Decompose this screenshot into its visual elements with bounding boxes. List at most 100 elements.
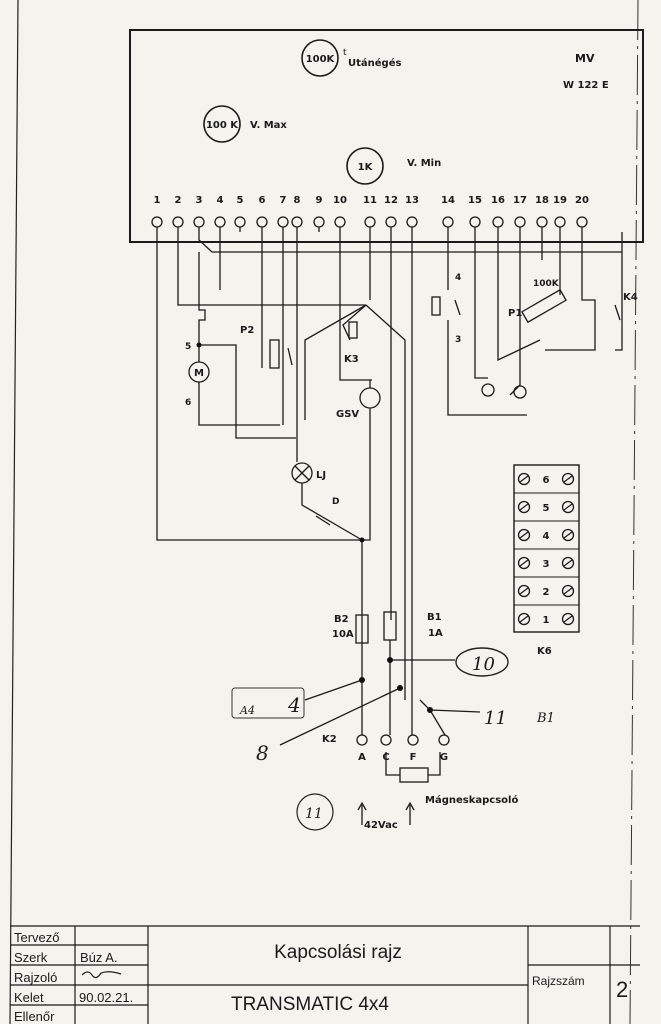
rajzszam-label: Rajzszám bbox=[532, 974, 585, 988]
terminal-20: 20 bbox=[575, 195, 589, 232]
title-block bbox=[10, 925, 640, 1024]
label-gsv: GSV bbox=[336, 409, 359, 420]
label-p2: P2 bbox=[240, 325, 254, 336]
svg-text:15: 15 bbox=[468, 195, 482, 206]
tb-kelet-value: 90.02.21. bbox=[79, 990, 133, 1005]
k2-terminal-f: F bbox=[407, 734, 419, 763]
supply-label: 42Vac bbox=[364, 820, 398, 831]
terminal-16: 16 bbox=[491, 195, 505, 232]
svg-text:6: 6 bbox=[259, 195, 266, 206]
drawing-title: Kapcsolási rajz bbox=[274, 942, 402, 963]
svg-text:18: 18 bbox=[535, 195, 549, 206]
svg-text:10: 10 bbox=[333, 195, 347, 206]
svg-text:1: 1 bbox=[543, 615, 550, 626]
pot-vmin-value: 1K bbox=[358, 162, 374, 173]
header-code: MV bbox=[575, 52, 595, 65]
svg-text:F: F bbox=[410, 752, 417, 763]
svg-text:5: 5 bbox=[237, 195, 244, 206]
k6-row-6: 6 bbox=[517, 472, 575, 486]
svg-text:19: 19 bbox=[553, 195, 567, 206]
k6-row-2: 2 bbox=[514, 576, 579, 598]
svg-text:11: 11 bbox=[363, 195, 377, 206]
svg-text:2: 2 bbox=[175, 195, 182, 206]
svg-text:3: 3 bbox=[543, 559, 550, 570]
label-d: D bbox=[332, 497, 339, 507]
label-b1-rating: 1A bbox=[428, 628, 443, 639]
tb-role-tervezo: Tervező bbox=[14, 930, 60, 945]
svg-text:C: C bbox=[382, 752, 389, 763]
label-k3: K3 bbox=[344, 354, 359, 365]
terminal-19: 19 bbox=[553, 195, 567, 232]
terminal-1: 1 bbox=[151, 195, 163, 232]
terminal-4: 4 bbox=[214, 195, 226, 232]
hand-note-a4-prefix: A4 bbox=[239, 704, 255, 717]
hand-note-10: 10 bbox=[472, 654, 495, 675]
tb-role-ellenor: Ellenőr bbox=[14, 1009, 55, 1024]
terminal-13: 13 bbox=[405, 195, 419, 232]
motor-symbol: M bbox=[194, 368, 204, 379]
pot-utanegés-value: 100K bbox=[306, 54, 336, 65]
control-panel-box bbox=[129, 29, 644, 243]
label-p1: P1 bbox=[508, 308, 522, 319]
label-p1-value: 100K bbox=[533, 279, 560, 289]
label-lj: LJ bbox=[316, 470, 326, 481]
label-b2: B2 bbox=[334, 614, 349, 625]
hand-note-8: 8 bbox=[256, 741, 269, 765]
pot-vmax-value: 100 K bbox=[206, 120, 239, 131]
k6-row-5: 5 bbox=[514, 492, 579, 514]
terminal-8: 8 bbox=[291, 195, 303, 232]
k6-row-1: 1 bbox=[514, 604, 579, 626]
model-label: W 122 E bbox=[563, 80, 609, 91]
terminal-11: 11 bbox=[363, 195, 377, 232]
pot-utanegés-prefix: t bbox=[343, 48, 347, 58]
junction-dots bbox=[196, 342, 433, 713]
k6-terminal-block: 6 5 4 3 2 1 bbox=[513, 464, 580, 633]
terminal-2: 2 bbox=[172, 195, 184, 232]
label-b1: B1 bbox=[427, 612, 442, 623]
k2-terminal-c: C bbox=[380, 734, 392, 763]
svg-text:8: 8 bbox=[294, 195, 301, 206]
rajzszam-value: 2 bbox=[616, 977, 628, 1002]
svg-text:3: 3 bbox=[196, 195, 203, 206]
tb-szerk-value: Búz A. bbox=[80, 950, 118, 965]
k6-row-4: 4 bbox=[514, 520, 579, 542]
svg-text:6: 6 bbox=[543, 475, 550, 486]
svg-text:5: 5 bbox=[543, 503, 550, 514]
terminal-7: 7 bbox=[277, 195, 289, 232]
svg-text:7: 7 bbox=[280, 195, 287, 206]
terminal-10: 10 bbox=[333, 195, 347, 232]
terminal-15: 15 bbox=[468, 195, 482, 232]
label-k2: K2 bbox=[322, 734, 337, 745]
svg-text:20: 20 bbox=[575, 195, 589, 206]
terminal-17: 17 bbox=[513, 195, 527, 232]
pot-utanegés-label: Utánégés bbox=[348, 57, 401, 69]
k6-row-3: 3 bbox=[514, 548, 579, 570]
svg-text:4: 4 bbox=[543, 531, 550, 542]
tb-role-szerk: Szerk bbox=[14, 950, 48, 965]
terminal-3: 3 bbox=[193, 195, 205, 232]
k2-terminal-g: G bbox=[438, 734, 450, 763]
hand-note-11-circle: 11 bbox=[305, 806, 323, 822]
label-k4: K4 bbox=[623, 292, 638, 303]
svg-text:9: 9 bbox=[316, 195, 323, 206]
svg-text:1: 1 bbox=[154, 195, 161, 206]
svg-text:4: 4 bbox=[217, 195, 224, 206]
label-b2-rating: 10A bbox=[332, 629, 354, 640]
hand-note-4: 4 bbox=[287, 693, 301, 717]
label-k6: K6 bbox=[537, 646, 552, 657]
hand-note-11: 11 bbox=[484, 708, 507, 729]
drawing-subject: TRANSMATIC 4x4 bbox=[231, 994, 389, 1015]
svg-text:17: 17 bbox=[513, 195, 527, 206]
terminal-6: 6 bbox=[256, 195, 268, 232]
svg-text:14: 14 bbox=[441, 195, 455, 206]
switch-pin-bottom: 3 bbox=[455, 335, 461, 345]
tb-rajzolo-signature bbox=[81, 971, 122, 979]
tb-role-rajzolo: Rajzoló bbox=[14, 970, 57, 985]
pot-vmin-label: V. Min bbox=[407, 158, 441, 169]
terminal-18: 18 bbox=[535, 195, 549, 232]
k2-terminal-a: A bbox=[356, 734, 368, 763]
tb-role-kelet: Kelet bbox=[14, 990, 44, 1005]
coil-label: Mágneskapcsoló bbox=[425, 794, 518, 806]
